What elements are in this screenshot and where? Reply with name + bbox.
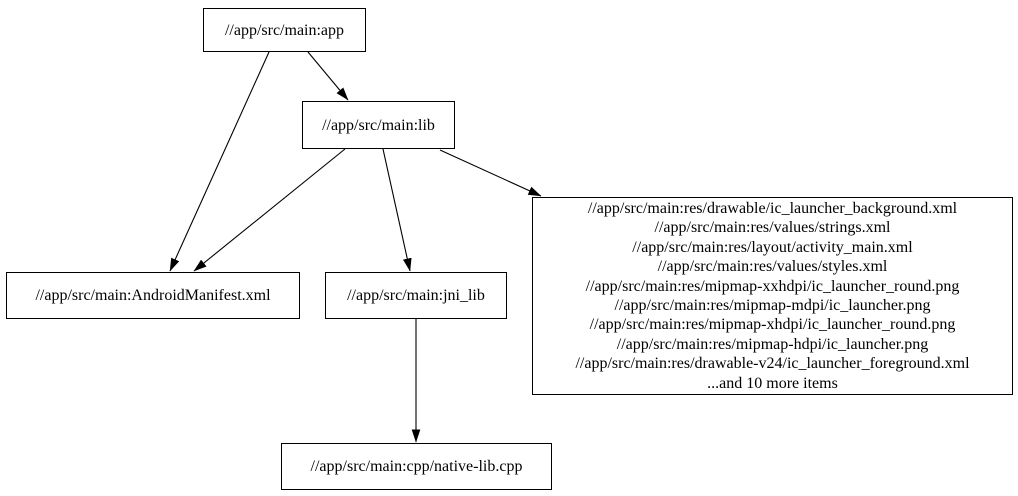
- node-resources: //app/src/main:res/drawable/ic_launcher_…: [532, 197, 1013, 395]
- node-app: //app/src/main:app: [203, 8, 366, 52]
- resource-line: //app/src/main:res/mipmap-mdpi/ic_launch…: [614, 297, 931, 314]
- node-android-manifest: //app/src/main:AndroidManifest.xml: [6, 272, 300, 319]
- resource-more-items: ...and 10 more items: [707, 374, 838, 392]
- resource-line: //app/src/main:res/mipmap-xhdpi/ic_launc…: [589, 316, 956, 334]
- resource-line: //app/src/main:res/values/strings.xml: [654, 219, 891, 237]
- resource-line: //app/src/main:res/drawable/ic_launcher_…: [587, 199, 958, 217]
- node-android-manifest-label: //app/src/main:AndroidManifest.xml: [35, 287, 271, 304]
- resource-line: //app/src/main:res/values/styles.xml: [657, 258, 888, 276]
- resource-line: //app/src/main:res/layout/activity_main.…: [632, 238, 913, 256]
- node-jni-lib: //app/src/main:jni_lib: [325, 272, 507, 319]
- resource-line: //app/src/main:res/mipmap-xxhdpi/ic_laun…: [585, 277, 960, 295]
- resource-line: //app/src/main:res/mipmap-hdpi/ic_launch…: [616, 335, 929, 353]
- node-lib-label: //app/src/main:lib: [322, 116, 435, 134]
- edge-lib-to-jni-lib: [382, 148, 412, 272]
- node-native-lib-cpp: //app/src/main:cpp/native-lib.cpp: [281, 443, 552, 490]
- edge-lib-to-resources: [439, 149, 542, 197]
- edge-lib-to-manifest: [193, 148, 346, 272]
- resource-line: //app/src/main:res/drawable-v24/ic_launc…: [575, 355, 970, 373]
- node-native-lib-cpp-label: //app/src/main:cpp/native-lib.cpp: [310, 458, 523, 475]
- edge-app-to-manifest: [169, 51, 270, 272]
- node-app-label: //app/src/main:app: [224, 21, 345, 39]
- edge-app-to-lib: [307, 51, 349, 101]
- node-lib: //app/src/main:lib: [302, 101, 455, 149]
- node-jni-lib-label: //app/src/main:jni_lib: [347, 287, 485, 304]
